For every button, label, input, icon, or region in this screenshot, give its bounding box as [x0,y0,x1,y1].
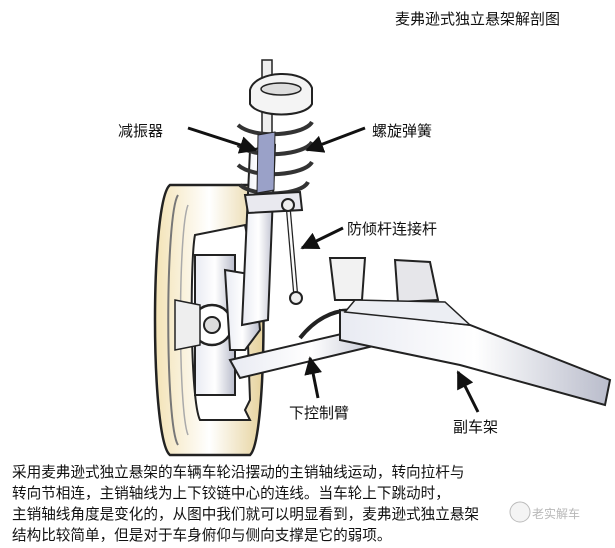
diagram-title: 麦弗逊式独立悬架解剖图 [395,10,561,28]
caption-line: 采用麦弗逊式独立悬架的车辆车轮沿摆动的主销轴线运动，转向拉杆与 [12,464,465,481]
arrow-shock [187,126,258,154]
hub-knuckle-graphic [174,254,262,396]
stabilizer-link-graphic [281,198,303,305]
label-lower-control-arm: 下控制臂 [289,404,350,422]
label-subframe: 副车架 [453,418,499,436]
watermark: 老实解车 [509,501,580,523]
label-shock-absorber: 减振器 [118,122,164,140]
caption-line: 转向节相连，主销轴线为上下铰链中心的连线。当车轮上下跳动时， [12,485,450,502]
subframe-graphic [328,257,612,407]
label-stabilizer-link: 防倾杆连接杆 [347,220,438,238]
strut-graphic [236,59,314,327]
caption-line: 结构比较简单，但是对于车身俯仰与侧向支撑是它的弱项。 [12,527,392,544]
arrow-spring [305,126,366,153]
arrow-link [300,226,344,250]
label-coil-spring: 螺旋弹簧 [372,122,433,140]
pointer-arrows [187,126,480,413]
caption-text: 采用麦弗逊式独立悬架的车辆车轮沿摆动的主销轴线运动，转向拉杆与 转向节相连，主销… [12,462,608,546]
arrow-subframe [456,370,480,413]
caption-line: 主销轴线角度是变化的，从图中我们就可以明显看到，麦弗逊式独立悬架 [12,506,480,523]
watermark-text: 老实解车 [532,506,580,521]
arrow-arm [304,356,323,399]
